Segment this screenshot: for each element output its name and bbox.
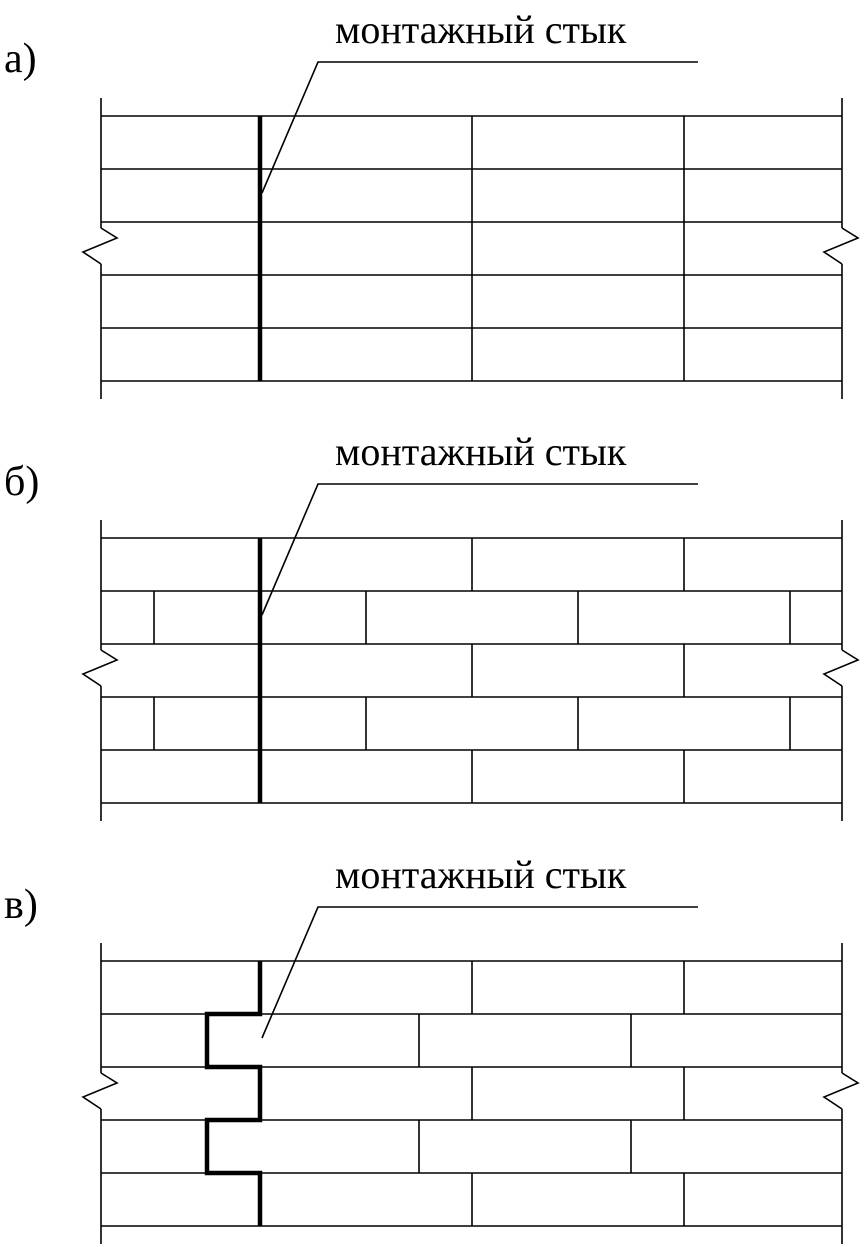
panel-a-label: монтажный стык <box>335 7 627 52</box>
panel-a-brick-grid <box>81 61 860 399</box>
label-leader-line <box>261 61 698 194</box>
break-symbol-right <box>822 1072 860 1110</box>
panel-c: в) монтажный стык <box>4 852 860 1244</box>
break-symbol-left <box>81 649 119 687</box>
break-symbol-right <box>822 227 860 265</box>
panel-a: а) монтажный стык <box>4 7 860 399</box>
break-symbol-right <box>822 649 860 687</box>
label-leader-line <box>261 906 698 1039</box>
break-symbol-left <box>81 1072 119 1110</box>
panel-b-brick-grid <box>81 483 860 821</box>
panel-c-brick-grid <box>81 906 860 1244</box>
panel-c-letter: в) <box>4 882 38 928</box>
panel-b-label: монтажный стык <box>335 429 627 474</box>
panel-b-letter: б) <box>4 459 39 505</box>
panel-b: б) монтажный стык <box>4 429 860 821</box>
panel-c-label: монтажный стык <box>335 852 627 897</box>
break-symbol-left <box>81 227 119 265</box>
assembly-joint-toothed <box>204 961 263 1226</box>
label-leader-line <box>261 483 698 616</box>
panel-a-letter: а) <box>4 36 37 82</box>
